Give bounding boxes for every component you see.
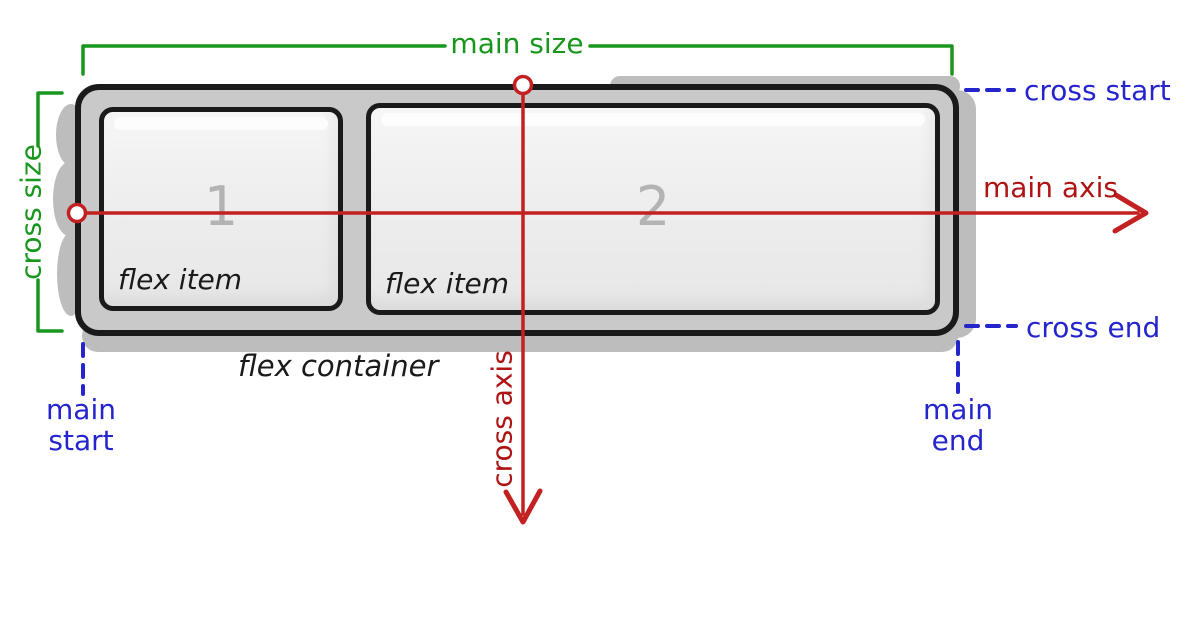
main-size-bracket-left [81,44,447,76]
main-end-label-line2: end [931,424,985,457]
cross-size-label: cross size [14,144,48,280]
main-axis-arrow-icon [1112,192,1149,234]
main-end-label-line1: main [923,393,993,426]
main-end-label: main end [923,394,993,456]
main-start-label-line1: main [46,393,116,426]
cross-start-label: cross start [1024,74,1171,107]
main-start-label: main start [46,394,116,456]
cross-end-label: cross end [1026,311,1161,344]
flex-item-label: flex item [385,267,510,300]
flex-item-2: 2 flex item [366,103,940,315]
flex-container-label: flex container [238,349,439,383]
main-start-label-line2: start [48,424,114,457]
cross-axis-arrow-icon [503,488,543,525]
cross-axis-label: cross axis [485,350,519,488]
main-axis-label: main axis [983,171,1118,204]
flex-item-1: 1 flex item [99,107,343,311]
flex-item-label: flex item [118,263,243,296]
main-size-label: main size [450,27,584,60]
flex-item-number: 2 [635,174,671,238]
flex-item-number: 1 [203,174,239,238]
main-size-bracket-right [588,44,954,76]
